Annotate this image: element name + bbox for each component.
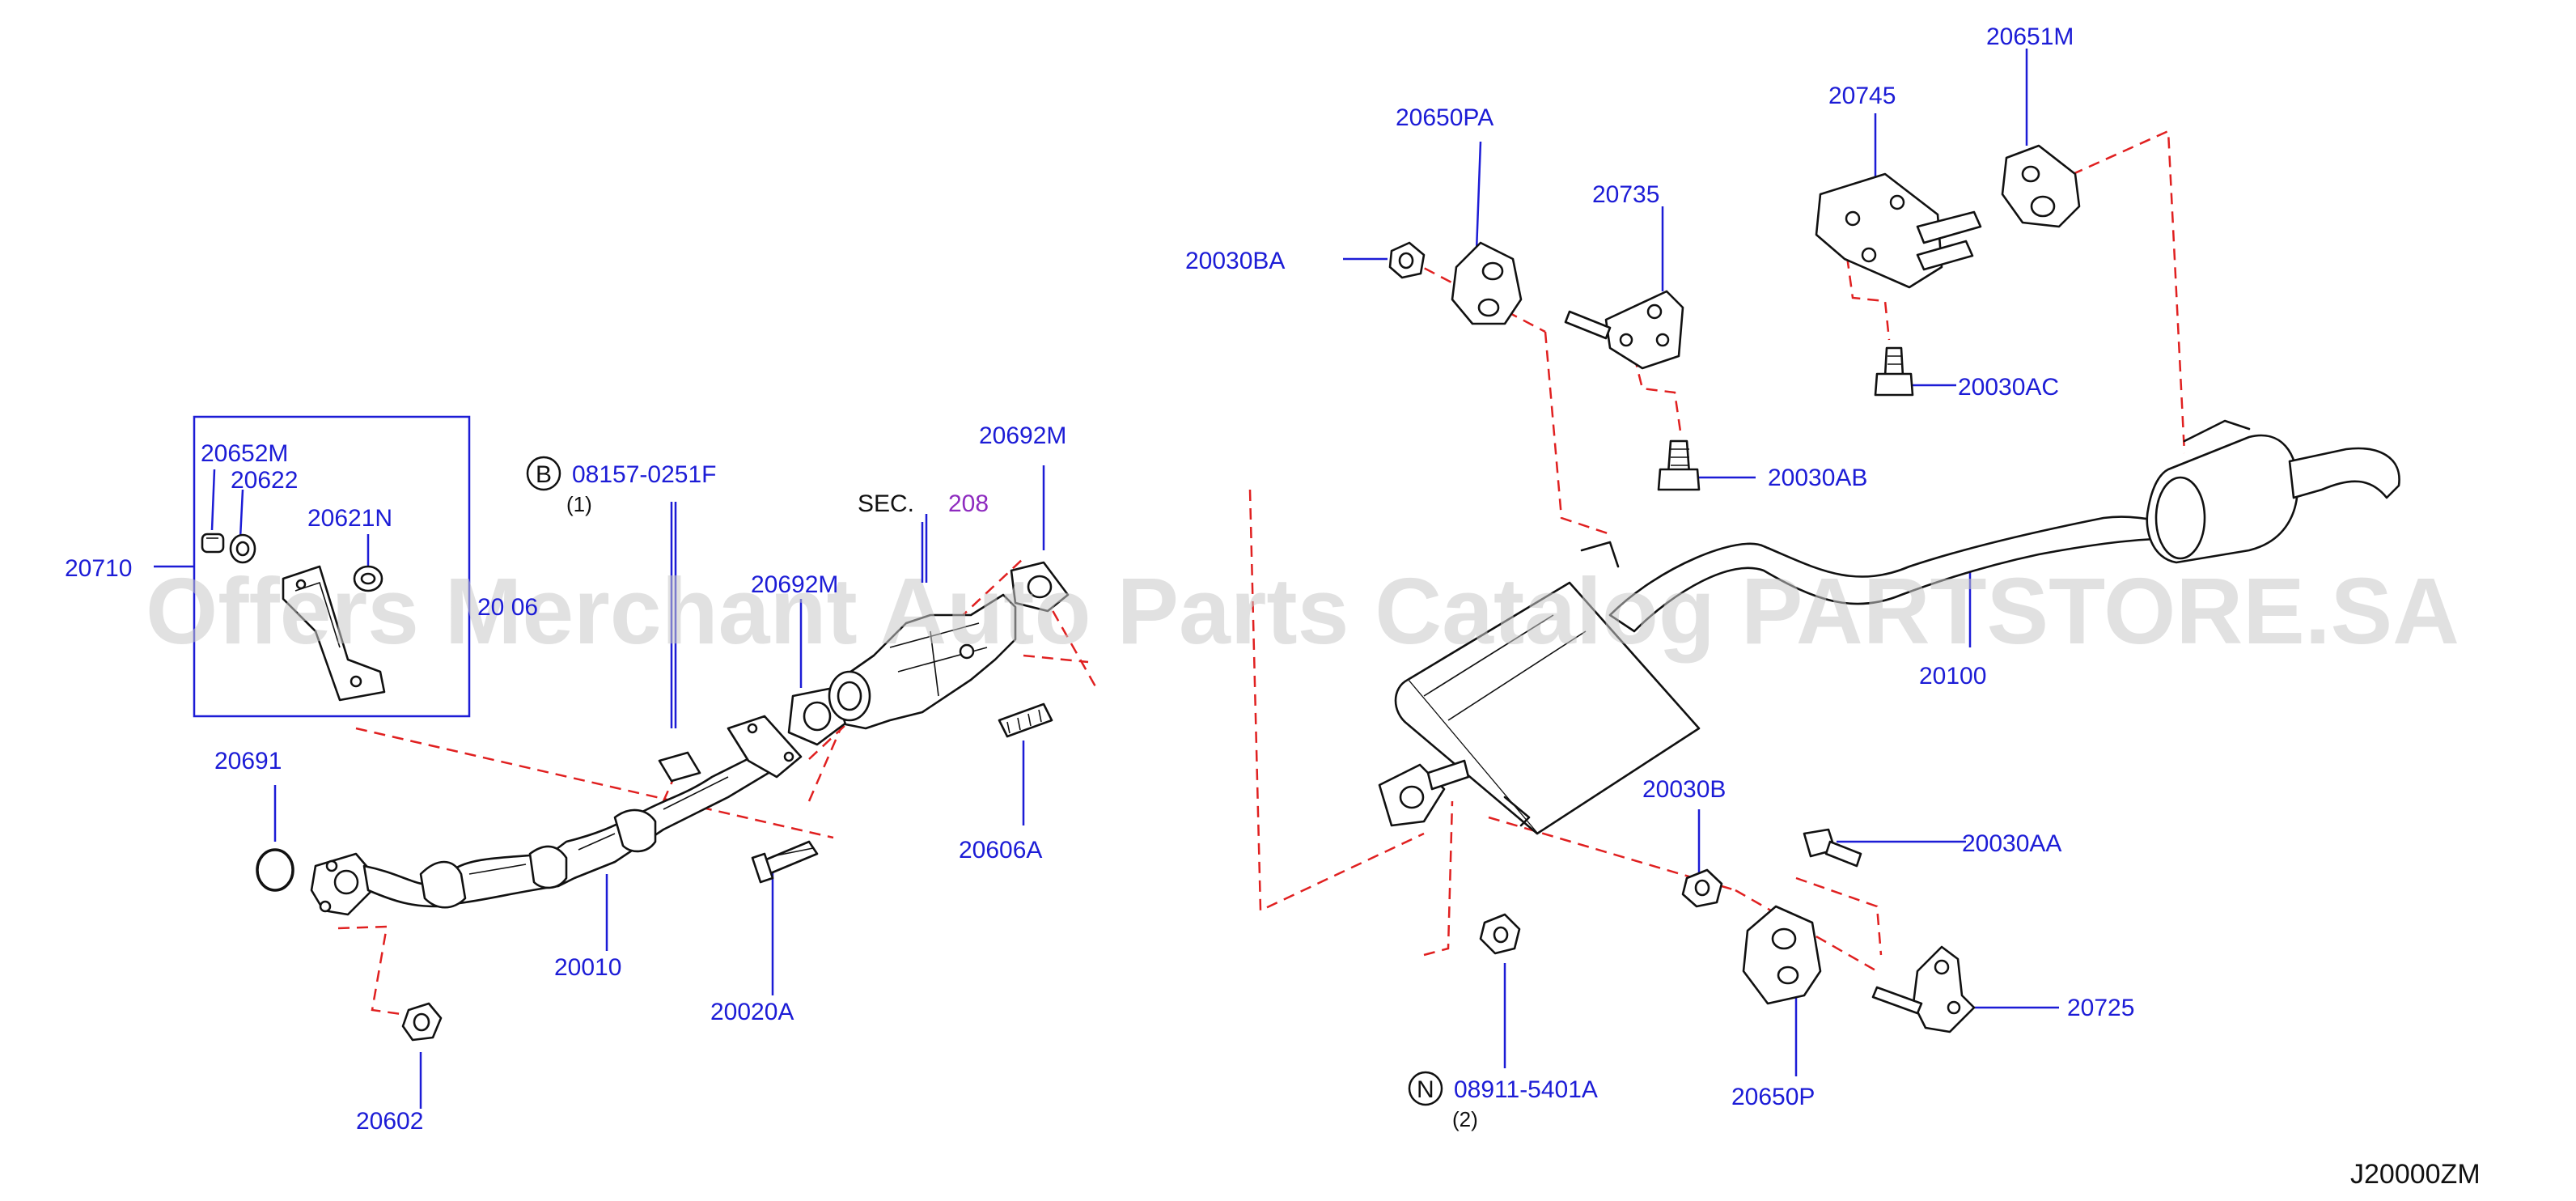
label-20652M[interactable]: 20652M (201, 440, 288, 467)
label-20010[interactable]: 20010 (554, 954, 621, 981)
label-20692M-lower[interactable]: 20692M (751, 571, 838, 598)
callout-b-symbol: B (536, 461, 552, 488)
muffler-assembly-20100[interactable] (1378, 419, 2400, 835)
section-number-link[interactable]: 208 (948, 490, 989, 517)
nut-20030B[interactable] (1681, 868, 1723, 908)
rubber-mount-20650PA[interactable] (1451, 241, 1523, 325)
bolt-20020A[interactable] (751, 840, 819, 884)
catalytic-converter-sec208[interactable] (828, 593, 1017, 730)
label-20100[interactable]: 20100 (1919, 663, 1986, 690)
callout-n-circle (1408, 1071, 1443, 1106)
rubber-mount-20651M[interactable] (2001, 144, 2081, 228)
label-20621N[interactable]: 20621N (307, 505, 392, 532)
bracket-20725[interactable] (1871, 945, 1976, 1033)
label-20030AB[interactable]: 20030AB (1768, 465, 1867, 491)
callout-b: B 08157-0251F (1) (526, 456, 716, 516)
label-20602[interactable]: 20602 (356, 1108, 423, 1135)
watermark-text: Offers Merchant Auto Parts Catalog PARTS… (146, 558, 2459, 664)
callout-b-qty: (1) (566, 492, 592, 516)
gasket-ring-20691[interactable] (256, 848, 294, 892)
label-20651M[interactable]: 20651M (1986, 23, 2074, 50)
part-labels: 20652M 20622 20621N 20710 20 06 20691 20… (65, 23, 2134, 1135)
washer-20622[interactable] (229, 533, 256, 564)
section-reference: SEC. 208 (858, 490, 989, 583)
label-20030BA[interactable]: 20030BA (1185, 248, 1285, 274)
bolt-20652M[interactable] (201, 533, 225, 554)
section-prefix: SEC. (858, 490, 914, 517)
front-exhaust-tube-20010[interactable] (310, 715, 803, 916)
grommet-20621N[interactable] (353, 565, 383, 592)
heat-insulator-20710[interactable] (282, 565, 386, 702)
nut-20602[interactable] (401, 1002, 443, 1042)
nut-08911-5401A[interactable] (1479, 913, 1521, 955)
label-20725[interactable]: 20725 (2067, 995, 2134, 1021)
label-20650P[interactable]: 20650P (1731, 1084, 1815, 1110)
label-20020A[interactable]: 20020A (710, 999, 794, 1025)
callout-n-symbol: N (1417, 1076, 1434, 1103)
label-08911-5401A[interactable]: 08911-5401A (1454, 1076, 1598, 1103)
label-20710[interactable]: 20710 (65, 555, 132, 582)
label-20622[interactable]: 20622 (231, 467, 298, 494)
bolt-20030AA[interactable] (1803, 828, 1862, 868)
leader-lines (154, 49, 2059, 1109)
label-20030AC[interactable]: 20030AC (1958, 374, 2059, 401)
label-20692M-upper[interactable]: 20692M (979, 422, 1066, 449)
label-20650PA[interactable]: 20650PA (1396, 104, 1493, 131)
bracket-20745[interactable] (1815, 172, 1982, 289)
label-20745[interactable]: 20745 (1828, 83, 1896, 109)
bolt-20030AB[interactable] (1657, 439, 1701, 491)
label-20735[interactable]: 20735 (1592, 181, 1659, 208)
label-08157-0251F[interactable]: 08157-0251F (572, 461, 716, 488)
bracket-20735[interactable] (1564, 290, 1684, 370)
callout-n-qty: (2) (1452, 1107, 1478, 1131)
diagram-code: J20000ZM (2350, 1159, 2481, 1190)
rubber-mount-20650P[interactable] (1742, 905, 1822, 1005)
callout-b-circle (526, 456, 561, 491)
label-20030AA[interactable]: 20030AA (1962, 830, 2061, 857)
bolt-20030AC[interactable] (1874, 346, 1914, 397)
nut-20030BA[interactable] (1388, 241, 1426, 279)
label-20030B[interactable]: 20030B (1642, 776, 1726, 803)
label-20606-partial[interactable]: 20 06 (477, 594, 538, 621)
gasket-20692M-upper[interactable] (1010, 561, 1070, 613)
label-20606A[interactable]: 20606A (959, 837, 1042, 864)
stud-20606A[interactable] (998, 702, 1053, 738)
callout-n: N 08911-5401A (2) (1408, 1071, 1598, 1131)
label-20691[interactable]: 20691 (214, 748, 282, 774)
